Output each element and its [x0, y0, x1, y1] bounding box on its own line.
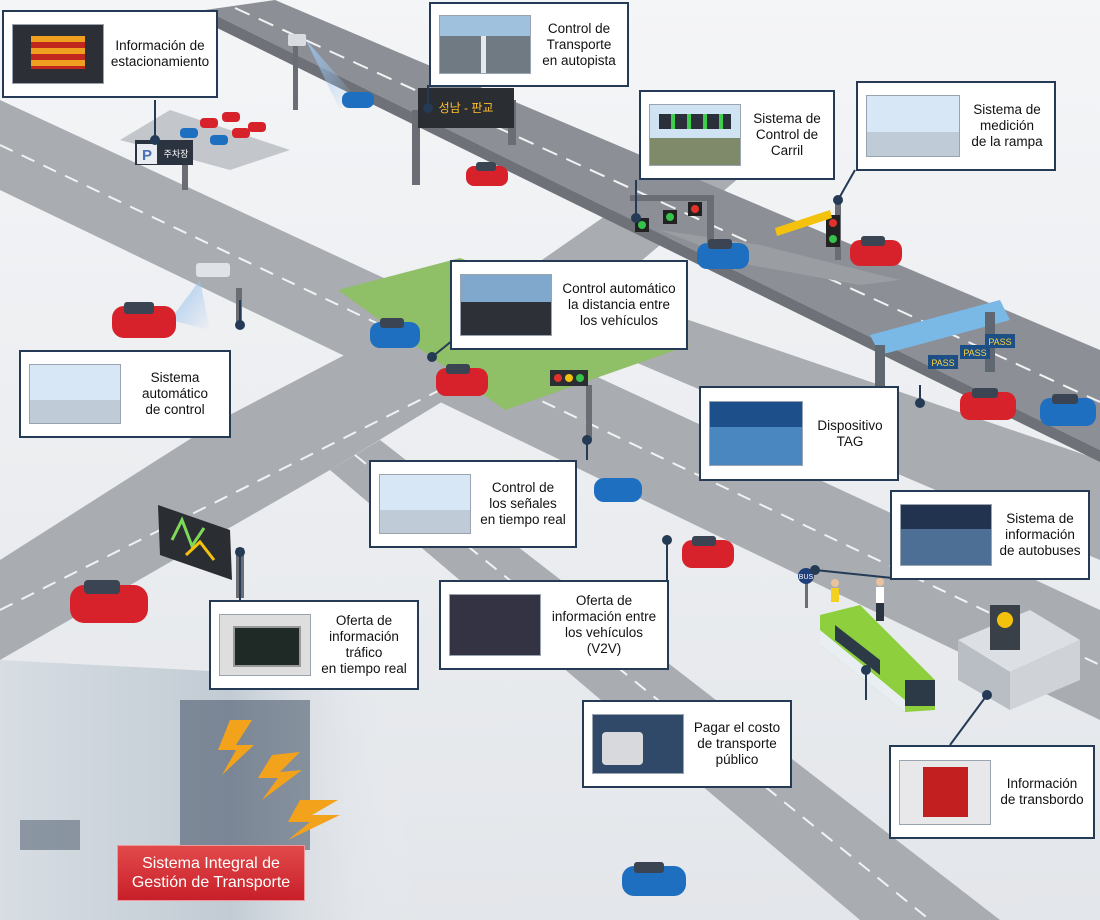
callout-tag-device: Dispositivo TAG — [699, 386, 899, 481]
callout-transfer-information: Información de transbordo — [889, 745, 1095, 839]
highway-vms-text: 성남 - 판교 — [439, 101, 494, 115]
highway-control-label: Control de Transporte en autopista — [542, 20, 616, 68]
signal-control-photo — [379, 473, 471, 535]
ramp-metering-photo — [866, 94, 960, 158]
car-red-highway-1 — [466, 162, 508, 186]
transfer-station — [958, 605, 1080, 710]
public-transport-payment-photo — [592, 713, 684, 775]
callout-highway-control: Control de Transporte en autopista — [429, 2, 629, 87]
car-blue-highway-2 — [697, 239, 749, 269]
car-blue-toll — [1040, 394, 1096, 426]
callout-v2v-information: Oferta de información entre los vehículo… — [439, 580, 669, 670]
transfer-information-photo — [899, 759, 991, 825]
car-blue-v2v-2 — [594, 478, 642, 502]
callout-public-transport-payment: Pagar el costo de transporte público — [582, 700, 792, 788]
toll-gate: PASS PASS PASS — [870, 300, 1015, 405]
highway-camera — [288, 34, 350, 110]
car-red-lower-left — [70, 580, 148, 623]
parking-board-text: 주차장 — [164, 148, 189, 159]
highway-vms: 성남 - 판교 — [412, 88, 516, 185]
callout-traffic-information: Oferta de información tráfico en tiempo … — [209, 600, 419, 690]
lane-control-label: Sistema de Control de Carril — [753, 111, 821, 158]
tag-device-label: Dispositivo TAG — [817, 417, 883, 449]
bus-stop-label: BUS — [799, 574, 814, 581]
car-red-left — [112, 302, 176, 338]
car-red-v2v-2 — [682, 536, 734, 568]
car-blue-highway-1 — [342, 92, 374, 108]
car-blue-bottom — [622, 862, 686, 896]
car-red-v2v-1 — [436, 364, 488, 396]
callout-bus-information: Sistema de información de autobuses — [890, 490, 1090, 580]
bus-information-photo — [900, 503, 992, 567]
lightning-icon — [258, 752, 302, 800]
callout-signal-control: Control de los señales en tiempo real — [369, 460, 577, 548]
v2v-information-label: Oferta de información entre los vehículo… — [551, 593, 657, 656]
automatic-control-photo — [29, 363, 121, 425]
pass-label-1: PASS — [931, 358, 954, 368]
integrated-transport-management-title: Sistema Integral de Gestión de Transport… — [117, 845, 305, 901]
highway-control-photo — [439, 15, 531, 74]
lightning-icon — [288, 800, 340, 840]
traffic-light — [550, 370, 592, 440]
lane-control-gantry — [630, 195, 714, 255]
traffic-information-photo — [219, 613, 311, 677]
distance-control-photo — [460, 273, 552, 337]
traffic-information-label: Oferta de información tráfico en tiempo … — [321, 613, 407, 676]
pass-label-3: PASS — [988, 337, 1011, 347]
leader-lines — [150, 85, 992, 746]
ramp-metering-label: Sistema de medición de la rampa — [971, 102, 1043, 149]
pedestrians — [831, 578, 884, 621]
callout-parking-information: Información de estacionamiento — [2, 10, 218, 98]
parking-lot: P 주차장 — [135, 112, 266, 190]
signal-control-label: Control de los señales en tiempo real — [480, 480, 566, 527]
lightning-icon — [218, 720, 254, 775]
lane-control-photo — [649, 103, 741, 167]
cars — [70, 92, 1096, 896]
parking-p-sign: P — [142, 147, 152, 164]
callout-lane-control: Sistema de Control de Carril — [639, 90, 835, 180]
bus-information-label: Sistema de información de autobuses — [999, 511, 1081, 558]
transfer-information-label: Información de transbordo — [1000, 776, 1084, 807]
callout-distance-control: Control automático la distancia entre lo… — [450, 260, 688, 350]
bus-stop: BUS — [798, 568, 814, 608]
parking-information-label: Información de estacionamiento — [110, 38, 210, 69]
distance-control-label: Control automático la distancia entre lo… — [562, 281, 676, 328]
callout-ramp-metering: Sistema de medición de la rampa — [856, 81, 1056, 171]
ramp-meter — [775, 200, 841, 260]
callout-automatic-control: Sistema automático de control — [19, 350, 231, 438]
public-transport-payment-label: Pagar el costo de transporte público — [693, 720, 781, 767]
parking-information-photo — [12, 23, 104, 85]
pass-label-2: PASS — [963, 348, 986, 358]
v2v-information-photo — [449, 593, 541, 657]
car-red-ramp — [850, 236, 902, 266]
tag-device-photo — [709, 400, 803, 467]
automatic-control-label: Sistema automático de control — [141, 370, 209, 417]
control-room — [0, 660, 420, 920]
car-blue-v2v-1 — [370, 318, 420, 348]
car-red-toll — [960, 388, 1016, 420]
